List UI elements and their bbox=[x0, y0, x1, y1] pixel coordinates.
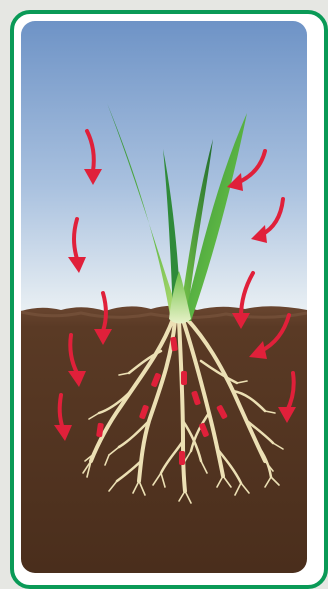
plant-root-illustration bbox=[21, 21, 307, 573]
illustration-panel bbox=[21, 21, 307, 573]
